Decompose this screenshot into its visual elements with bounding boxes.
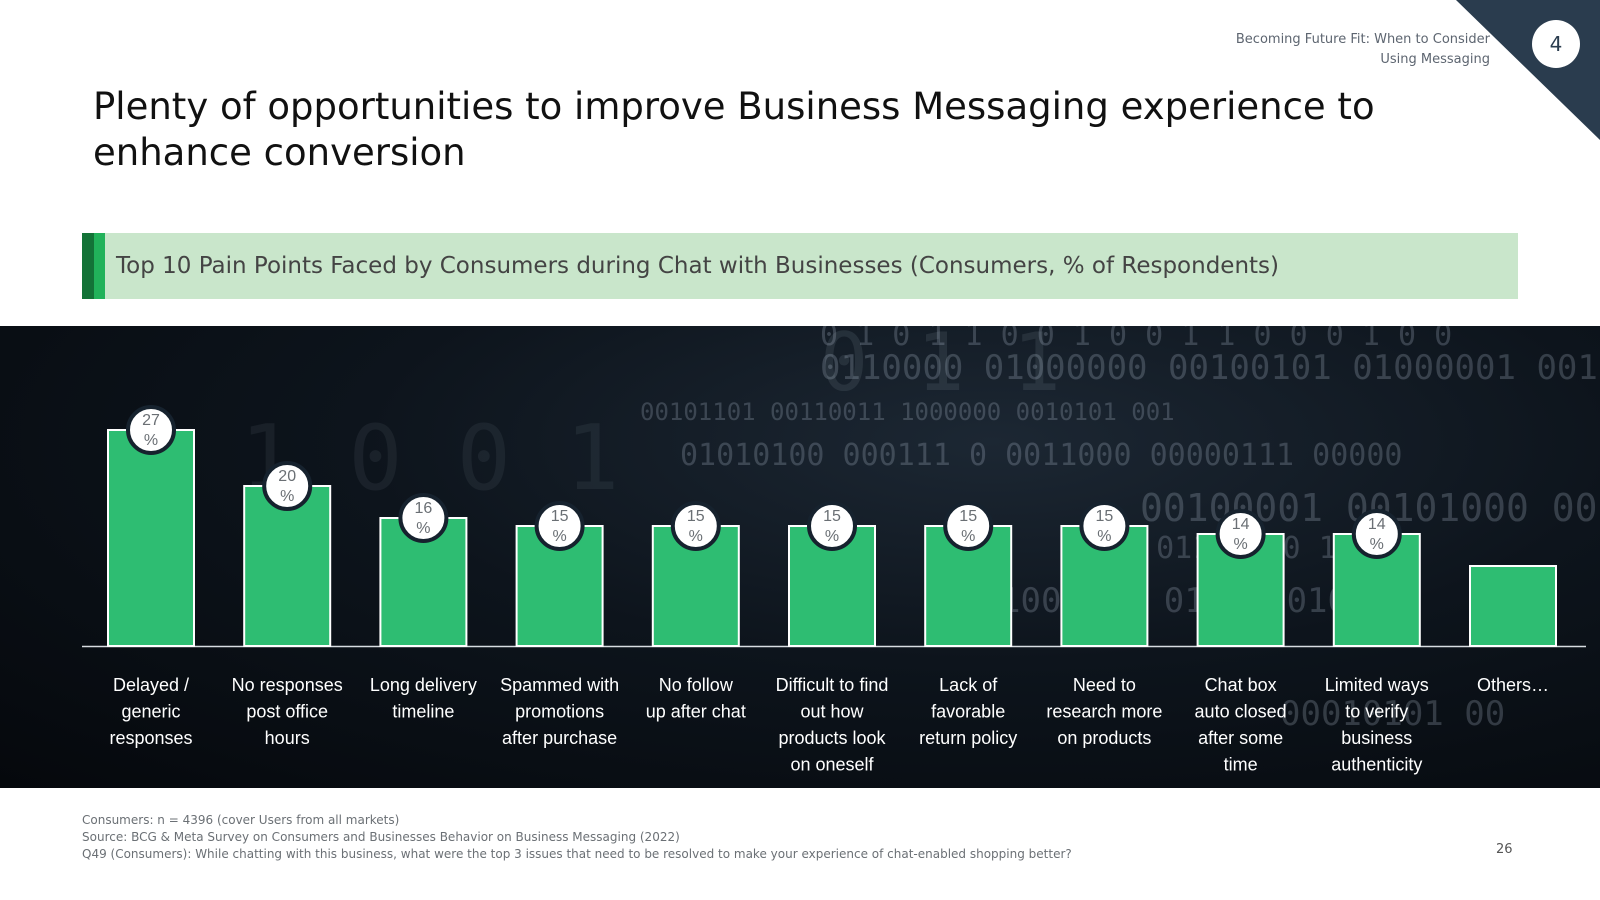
value-label-3: 15%: [551, 508, 569, 545]
value-badge-4: [670, 501, 721, 551]
banner-accent: [94, 233, 105, 299]
value-label-1: 20%: [278, 468, 296, 505]
value-label-5: 15%: [823, 508, 841, 545]
value-label-6: 15%: [959, 508, 977, 545]
value-badge-6: [943, 501, 994, 551]
value-label-7: 15%: [1096, 508, 1114, 545]
value-label-2: 16%: [415, 500, 433, 537]
bar-0: [107, 429, 195, 647]
value-badge-8: [1215, 509, 1266, 559]
value-badge-9: [1351, 509, 1402, 559]
footnote-question: Q49 (Consumers): While chatting with thi…: [82, 847, 1072, 861]
chart-title: Top 10 Pain Points Faced by Consumers du…: [116, 253, 1280, 279]
chart-title-banner: Top 10 Pain Points Faced by Consumers du…: [82, 233, 1518, 299]
value-label-8: 14%: [1232, 516, 1250, 553]
value-label-9: 14%: [1368, 516, 1386, 553]
category-label-10: Others…: [1477, 675, 1549, 695]
value-badge-7: [1079, 501, 1130, 551]
section-title: Becoming Future Fit: When to Consider Us…: [1170, 30, 1490, 70]
chart-panel: 0 1 0 1 1 0 0 1 0 0 1 1 0 0 0 1 0 0 0110…: [0, 326, 1600, 788]
value-badge-1: [262, 461, 313, 511]
value-label-4: 15%: [687, 508, 705, 545]
banner-accent-dark: [82, 233, 94, 299]
footnote-sample: Consumers: n = 4396 (cover Users from al…: [82, 813, 400, 827]
footnote-source: Source: BCG & Meta Survey on Consumers a…: [82, 830, 680, 844]
value-badge-5: [807, 501, 857, 551]
value-badge-3: [534, 501, 585, 551]
bar-10: [1469, 565, 1557, 647]
footnotes: Consumers: n = 4396 (cover Users from al…: [82, 812, 1072, 863]
section-title-line2: Using Messaging: [1380, 52, 1490, 67]
value-badge-0: [126, 405, 176, 455]
slide-title: Plenty of opportunities to improve Busin…: [93, 85, 1375, 174]
section-number-badge: 4: [1532, 20, 1580, 68]
value-label-0: 27%: [142, 412, 160, 449]
section-title-line1: Becoming Future Fit: When to Consider: [1235, 32, 1490, 47]
value-badge-2: [398, 493, 449, 543]
page-number: 26: [1496, 842, 1513, 857]
